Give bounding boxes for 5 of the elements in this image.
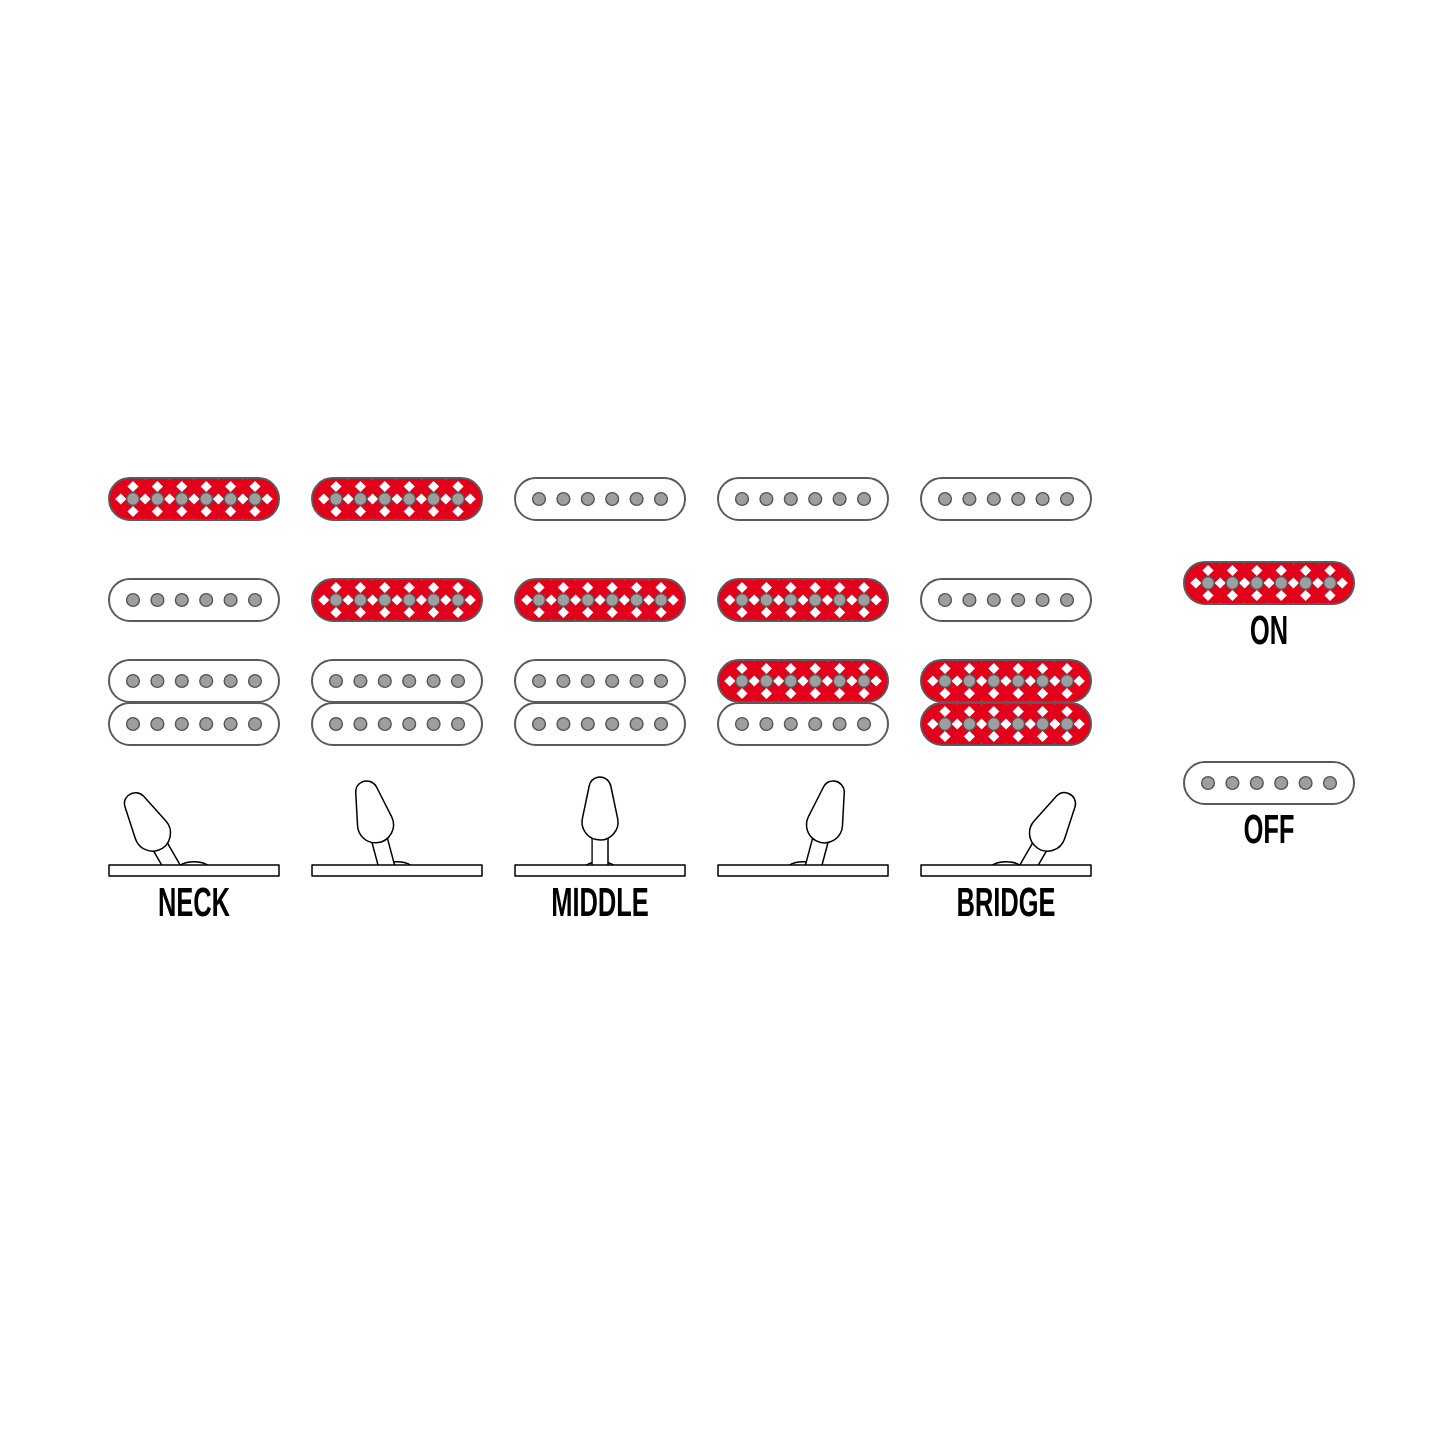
position-label: MIDDLE [553, 887, 648, 917]
legend-label: ON [1251, 615, 1287, 645]
legend-label: OFF [1244, 814, 1294, 844]
position-label: NECK [159, 887, 230, 917]
position-label: BRIDGE [958, 887, 1055, 917]
